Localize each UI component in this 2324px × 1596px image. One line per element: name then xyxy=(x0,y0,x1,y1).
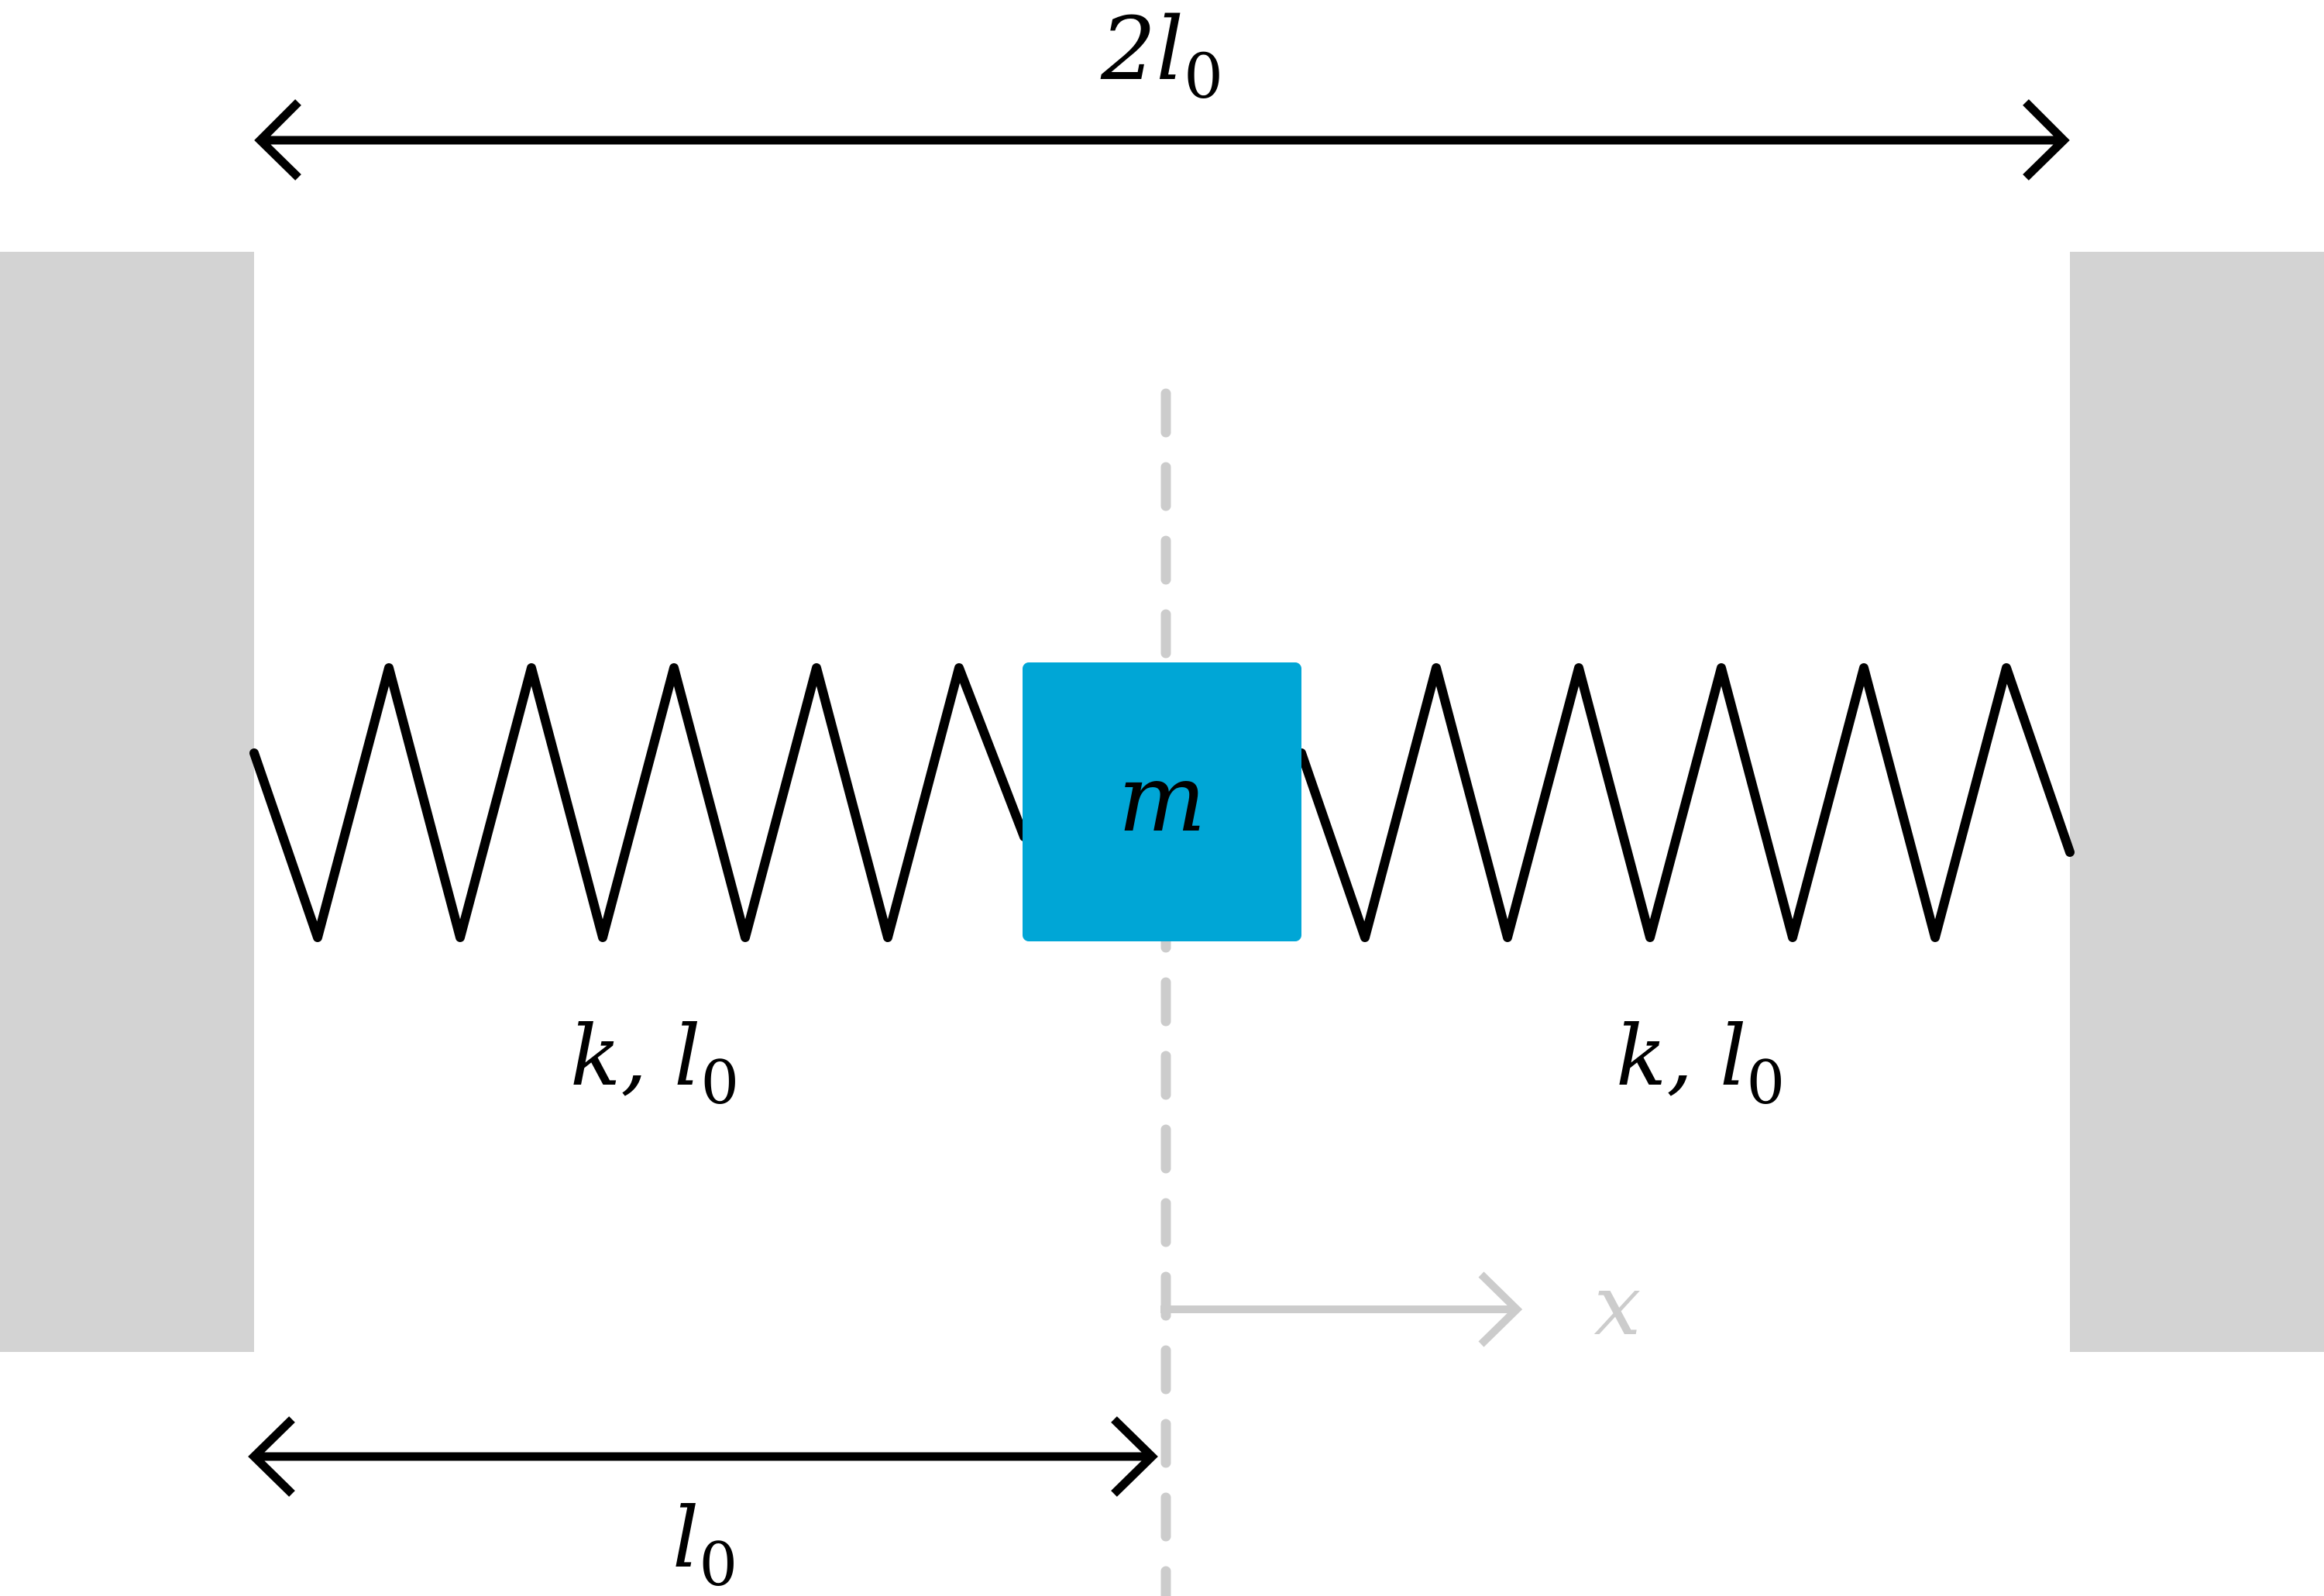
bottom-length-arrow xyxy=(248,1416,1158,1497)
left-spring-label: k, l0 xyxy=(570,1008,739,1118)
left-spring xyxy=(249,663,1029,942)
total-length-label: 2l0 xyxy=(1100,0,1223,112)
right-wall xyxy=(2070,252,2324,1352)
mass-label: m xyxy=(1118,745,1206,853)
left-wall xyxy=(0,252,254,1352)
bottom-length-label: l0 xyxy=(672,1490,737,1596)
x-axis-arrow xyxy=(1160,1271,1523,1347)
mass-block xyxy=(1023,662,1301,941)
total-length-arrow xyxy=(254,99,2070,181)
right-spring-label: k, l0 xyxy=(1616,1008,1785,1118)
right-spring xyxy=(1297,663,2075,942)
x-axis-label: x xyxy=(1594,1257,1642,1354)
